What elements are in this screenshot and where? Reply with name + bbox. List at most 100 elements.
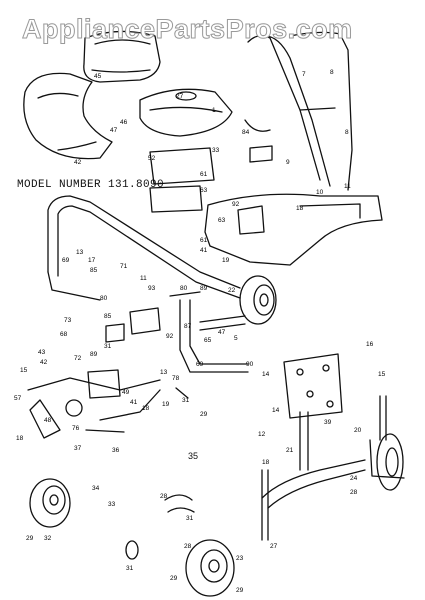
model-number-label: MODEL NUMBER 131.8090 (17, 179, 165, 191)
callout-number: 11 (140, 275, 147, 282)
front-axle (261, 411, 366, 509)
callout-number: 13 (160, 369, 168, 376)
callout-number: 71 (120, 263, 128, 270)
callout-number: 61 (200, 171, 208, 178)
callout-number: 93 (148, 285, 156, 292)
callout-number: 12 (258, 431, 266, 438)
callout-number: 36 (112, 447, 120, 454)
callout-number: 68 (60, 331, 68, 338)
front-wheel-bottom (185, 539, 235, 597)
rear-wheel-left (29, 478, 71, 528)
callout-number: 32 (44, 535, 52, 542)
callout-number: 41 (130, 399, 138, 406)
caster-fork-right (369, 439, 405, 479)
callout-number: 29 (236, 587, 244, 594)
drive-plate (283, 353, 343, 419)
callout-number: 89 (200, 285, 208, 292)
callout-number: 87 (184, 323, 192, 330)
callout-number: 80 (100, 295, 108, 302)
callout-number: 9 (286, 159, 290, 166)
callout-number: 28 (160, 493, 168, 500)
callout-number: 65 (204, 337, 212, 344)
callout-number: 37 (74, 445, 82, 452)
callout-number: 15 (20, 367, 28, 374)
callout-labels: 45 46 47 42 27 1 7 8 8 84 33 52 61 63 9 … (14, 69, 386, 594)
callout-number: 76 (72, 425, 80, 432)
callout-number: 10 (316, 189, 324, 196)
clutch-bracket (105, 291, 201, 343)
rear-wheel-upper (239, 275, 277, 325)
callout-number: 45 (94, 73, 102, 80)
callout-number: 28 (184, 543, 192, 550)
hub-parts (125, 494, 195, 560)
main-frame-tube (47, 195, 249, 373)
callout-number: 69 (196, 361, 204, 368)
callout-number: 17 (88, 257, 96, 264)
callout-number: 27 (270, 543, 278, 550)
callout-number: 20 (354, 427, 362, 434)
callout-number: 19 (162, 401, 170, 408)
callout-number: 47 (110, 127, 118, 134)
callout-number: 31 (186, 515, 194, 522)
callout-number: 92 (166, 333, 174, 340)
callout-number: 28 (350, 489, 358, 496)
callout-number: 13 (76, 249, 84, 256)
callout-number: 14 (262, 371, 270, 378)
callout-number: 80 (180, 285, 188, 292)
callout-number: 39 (324, 419, 332, 426)
callout-number: 46 (120, 119, 128, 126)
callout-number: 1 (212, 107, 216, 114)
callout-number: 24 (350, 475, 358, 482)
callout-number: 8 (345, 129, 349, 136)
callout-number: 22 (228, 287, 236, 294)
callout-number: 89 (90, 351, 98, 358)
callout-number: 63 (218, 217, 226, 224)
callout-number: 21 (286, 447, 294, 454)
drive-linkage (27, 369, 189, 439)
callout-number: 33 (212, 147, 220, 154)
callout-number: 31 (104, 343, 112, 350)
callout-number: 29 (200, 411, 208, 418)
callout-number: 29 (170, 575, 178, 582)
callout-number: 29 (26, 535, 34, 542)
caster-wheel-right (376, 395, 404, 491)
callout-number: 41 (200, 247, 208, 254)
callout-number: 49 (122, 389, 130, 396)
steering-handlebar (244, 31, 353, 191)
callout-number: 8 (330, 69, 334, 76)
callout-number: 14 (272, 407, 280, 414)
callout-number: 16 (366, 341, 374, 348)
callout-number: 18 (296, 205, 304, 212)
callout-number: 43 (38, 349, 46, 356)
spindle-left (261, 469, 269, 541)
axle-shaft (199, 315, 246, 331)
callout-number: 33 (108, 501, 116, 508)
callout-number: 31 (182, 397, 190, 404)
callout-number: 52 (148, 155, 156, 162)
callout-number: 15 (378, 371, 386, 378)
callout-number: 84 (242, 129, 250, 136)
callout-number: 5 (234, 335, 238, 342)
callout-number: 18 (16, 435, 24, 442)
callout-number: 85 (90, 267, 98, 274)
seat-pan (139, 88, 233, 137)
callout-number: 72 (74, 355, 82, 362)
callout-number: 90 (246, 361, 254, 368)
callout-number: 7 (302, 71, 306, 78)
callout-number: 23 (236, 555, 244, 562)
callout-number: 47 (218, 329, 226, 336)
figure-number: 35 (188, 451, 199, 461)
callout-number: 78 (172, 375, 180, 382)
seat-cushion (23, 72, 113, 160)
callout-number: 42 (40, 359, 48, 366)
callout-number: 34 (92, 485, 100, 492)
callout-number: 18 (142, 405, 150, 412)
callout-number: 18 (262, 459, 270, 466)
callout-number: 42 (74, 159, 82, 166)
callout-number: 11 (344, 183, 351, 190)
site-watermark: AppliancePartsPros.com (22, 14, 353, 45)
callout-number: 85 (104, 313, 112, 320)
callout-number: 92 (232, 201, 240, 208)
